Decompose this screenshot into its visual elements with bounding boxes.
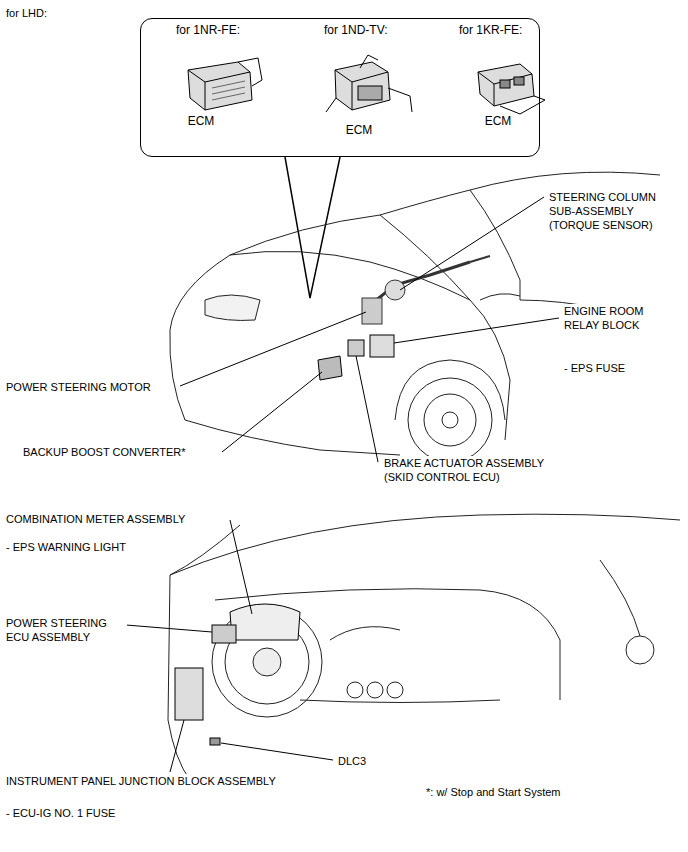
part-label: POWER STEERING MOTOR	[5, 380, 152, 394]
dlc3-connector	[210, 738, 220, 745]
part-label: POWER STEERING ECU ASSEMBLY	[5, 616, 127, 644]
leader-line	[126, 197, 559, 772]
ecm-icon	[188, 58, 262, 110]
junction-block	[175, 668, 203, 720]
ecm-icon	[326, 55, 412, 112]
part-label: BRAKE ACTUATOR ASSEMBLY (SKID CONTROL EC…	[383, 456, 570, 484]
part-label: - ECU-IG NO. 1 FUSE	[5, 806, 116, 820]
part-name: ECM	[485, 114, 512, 128]
part-label: INSTRUMENT PANEL JUNCTION BLOCK ASSEMBLY	[5, 774, 277, 788]
steering-column	[362, 256, 490, 324]
engine-heading: for 1KR-FE:	[459, 23, 522, 37]
ps-ecu	[212, 625, 236, 643]
brake-actuator	[348, 340, 364, 356]
part-label: COMBINATION METER ASSEMBLY	[5, 512, 186, 526]
part-label: *: w/ Stop and Start System	[425, 785, 562, 799]
part-label: STEERING COLUMN SUB-ASSEMBLY (TORQUE SEN…	[548, 190, 675, 232]
part-label: BACKUP BOOST CONVERTER*	[22, 445, 187, 459]
part-label: for LHD:	[5, 6, 48, 20]
engine-heading: for 1NR-FE:	[176, 23, 240, 37]
part-label: - EPS WARNING LIGHT	[5, 540, 127, 554]
combination-meter	[230, 604, 300, 640]
part-name: ECM	[346, 123, 373, 137]
interior	[168, 514, 680, 780]
part-name: ECM	[188, 114, 215, 128]
boost-converter	[318, 356, 342, 380]
inset-box: for 1NR-FE: ECM for 1ND-TV: ECM for 1KR-FE: E…	[140, 18, 540, 157]
relay-block	[370, 335, 394, 357]
part-label: - EPS FUSE	[563, 361, 626, 375]
ecm-icon	[478, 64, 545, 114]
engine-heading: for 1ND-TV:	[324, 23, 388, 37]
part-label: ENGINE ROOM RELAY BLOCK	[563, 304, 665, 332]
part-label: DLC3	[337, 754, 367, 768]
